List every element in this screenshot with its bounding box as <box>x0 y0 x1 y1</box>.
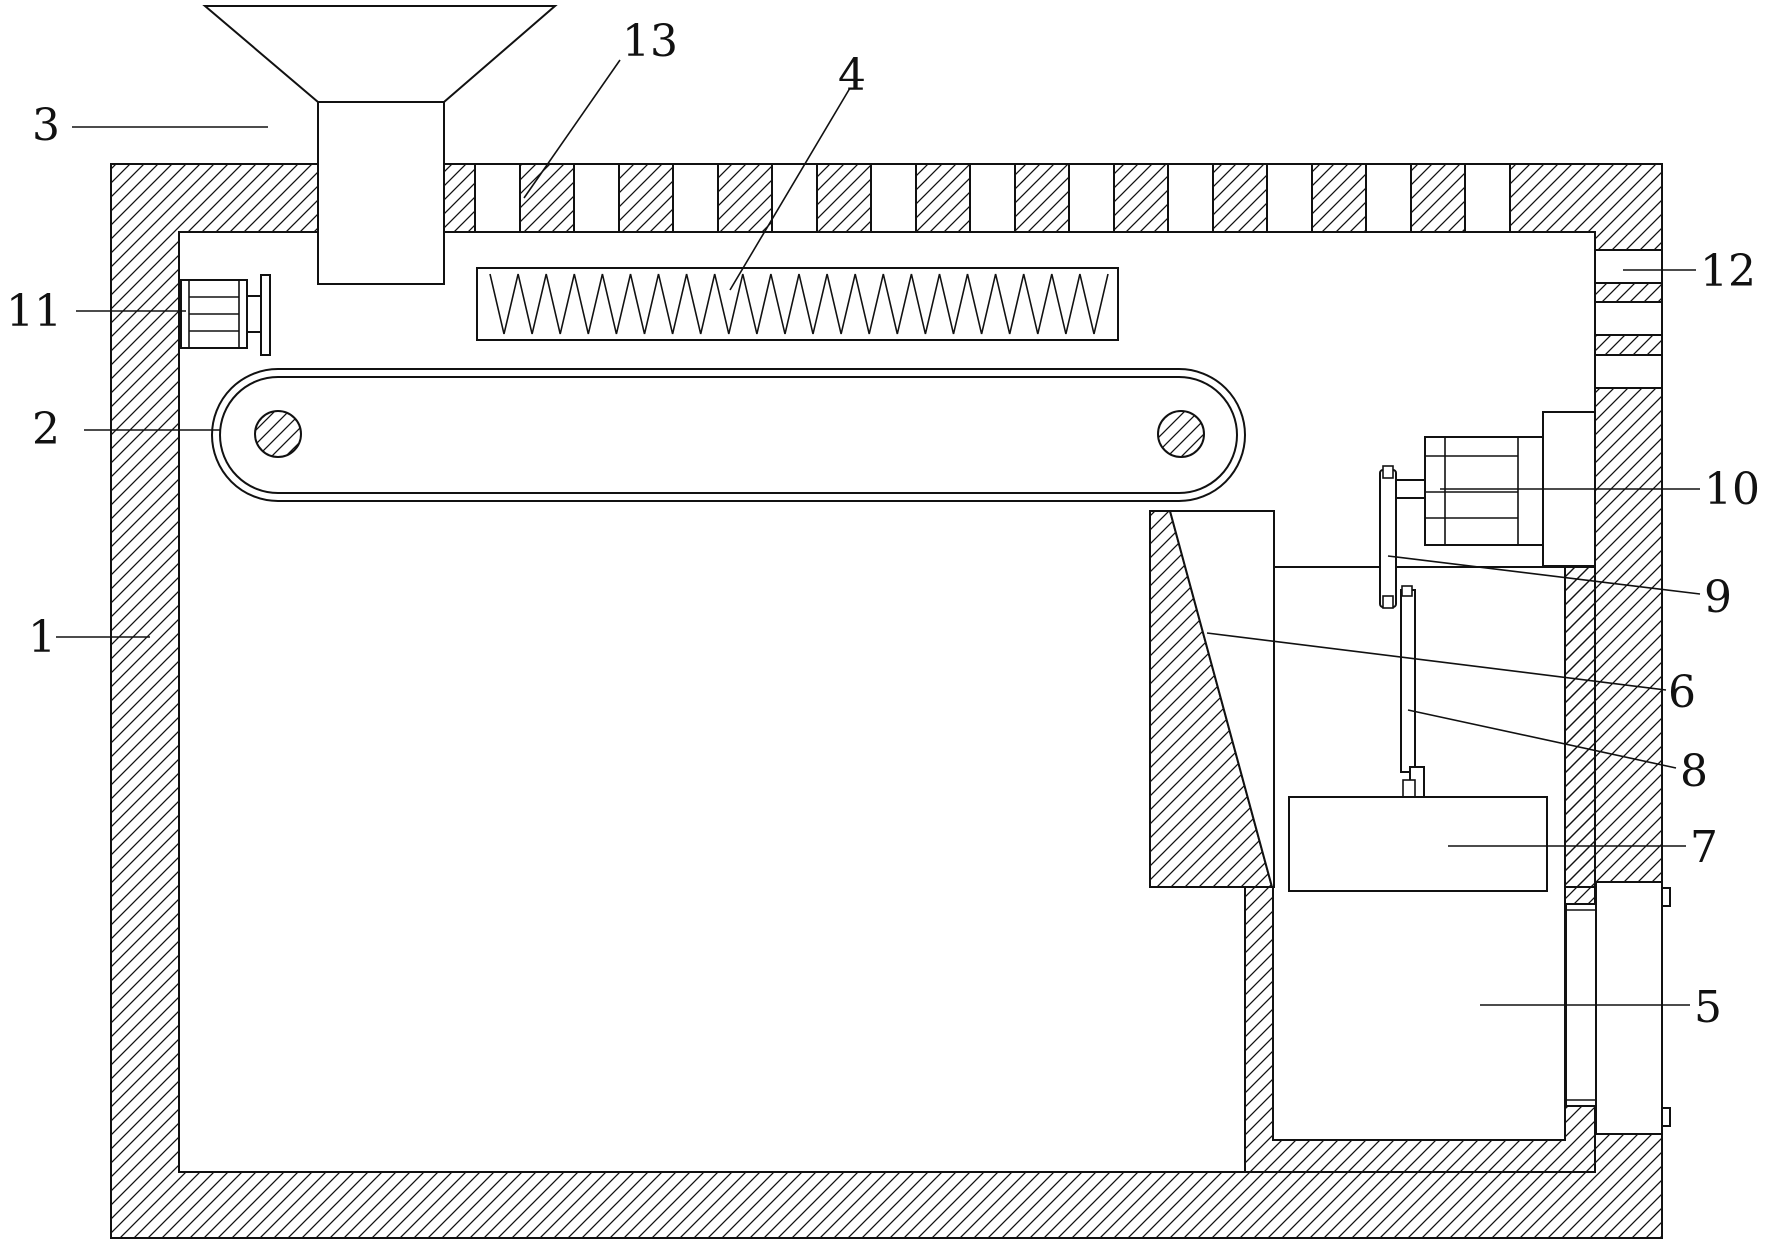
heater <box>476 267 1119 341</box>
label-5: 5 <box>1694 982 1722 1033</box>
label-2: 2 <box>32 404 60 455</box>
label-13: 13 <box>622 16 678 67</box>
side-door <box>1565 881 1671 1135</box>
label-7: 7 <box>1690 822 1718 873</box>
label-9: 9 <box>1704 572 1732 623</box>
label-6: 6 <box>1668 667 1696 718</box>
label-3: 3 <box>32 100 60 151</box>
conveyor-belt <box>211 368 1246 502</box>
label-12: 12 <box>1700 246 1756 297</box>
feed-hopper <box>202 5 558 285</box>
motor-11 <box>180 274 271 356</box>
top-vents <box>474 163 1511 233</box>
label-4: 4 <box>838 50 866 101</box>
leader-lines <box>56 59 1701 1006</box>
label-11: 11 <box>6 286 62 337</box>
label-10: 10 <box>1704 464 1760 515</box>
housing <box>110 163 1663 1239</box>
part-labels: 3 13 4 11 2 1 12 10 9 6 8 7 5 <box>6 16 1760 1033</box>
press-block <box>1288 796 1548 892</box>
label-8: 8 <box>1680 746 1708 797</box>
side-vents <box>1594 249 1663 389</box>
label-1: 1 <box>28 612 56 663</box>
